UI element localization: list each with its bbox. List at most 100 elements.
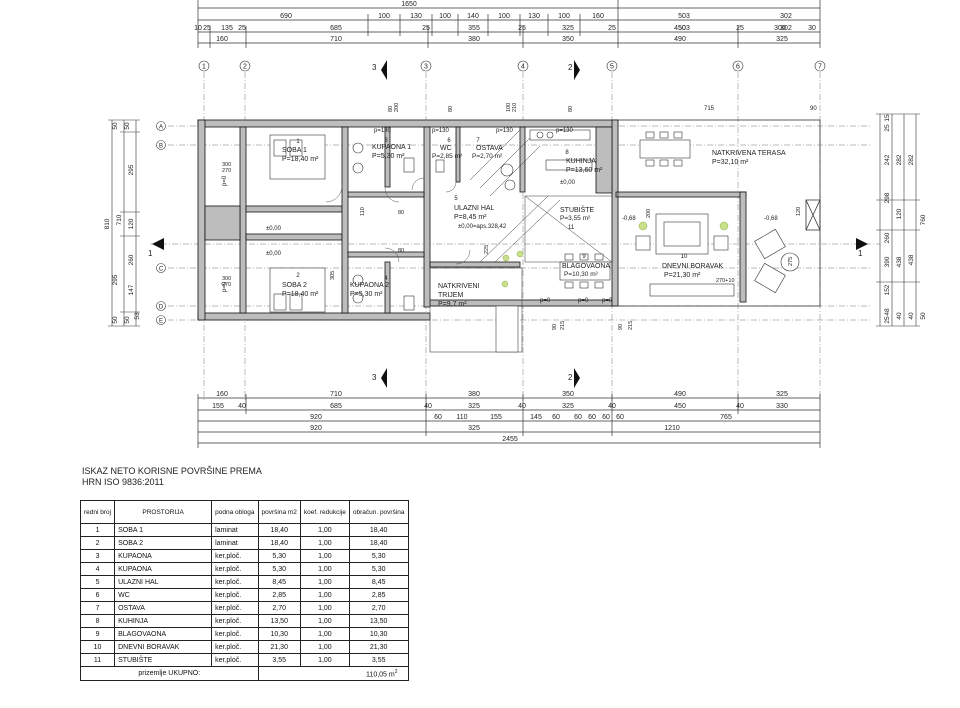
svg-text:P=5,30 m²: P=5,30 m² bbox=[350, 291, 383, 298]
svg-text:215: 215 bbox=[560, 321, 566, 330]
cell-calc: 5,30 bbox=[348, 549, 409, 563]
cell-coef: 1,00 bbox=[299, 549, 350, 563]
svg-text:325: 325 bbox=[468, 425, 480, 432]
svg-text:60: 60 bbox=[574, 414, 582, 421]
svg-text:80: 80 bbox=[568, 106, 574, 112]
cell-floor: ker.ploč. bbox=[211, 614, 259, 628]
total-unit: m bbox=[388, 671, 395, 679]
cell-area: 10,30 bbox=[257, 627, 301, 641]
axis-E: E bbox=[159, 319, 163, 325]
section-mark-1-left bbox=[152, 238, 164, 250]
cell-area: 18,40 bbox=[257, 536, 301, 550]
svg-text:P=21,30 m²: P=21,30 m² bbox=[664, 272, 701, 279]
terrace-chair-2 bbox=[754, 262, 786, 294]
svg-text:P=18,40 m²: P=18,40 m² bbox=[282, 291, 319, 298]
svg-text:40: 40 bbox=[518, 403, 526, 410]
cell-area: 2,70 bbox=[257, 601, 301, 615]
svg-text:60: 60 bbox=[588, 414, 596, 421]
svg-text:100: 100 bbox=[558, 13, 570, 20]
cell-floor: ker.ploč. bbox=[211, 627, 259, 641]
svg-text:438: 438 bbox=[908, 254, 915, 265]
svg-text:7: 7 bbox=[476, 138, 480, 144]
cell-no: 3 bbox=[79, 549, 116, 563]
room-ulazni-hal: ULAZNI HAL bbox=[454, 205, 495, 212]
svg-text:325: 325 bbox=[776, 391, 788, 398]
svg-text:25: 25 bbox=[608, 25, 616, 32]
svg-text:p=130: p=130 bbox=[432, 128, 450, 134]
svg-text:390: 390 bbox=[884, 256, 891, 267]
cell-area: 5,30 bbox=[257, 562, 301, 576]
cell-room: SOBA 1 bbox=[114, 523, 213, 537]
terrace-label: NATKRIVENA TERASA bbox=[712, 150, 786, 157]
svg-text:9: 9 bbox=[582, 254, 586, 260]
svg-text:P=2,70 m²: P=2,70 m² bbox=[472, 153, 503, 160]
svg-text:160: 160 bbox=[592, 13, 604, 20]
section-mark-2-top bbox=[574, 60, 580, 80]
basin-2 bbox=[352, 274, 364, 286]
cell-calc: 5,30 bbox=[348, 562, 409, 576]
cell-floor: laminat bbox=[211, 536, 259, 550]
axis-D: D bbox=[159, 305, 164, 311]
cell-coef: 1,00 bbox=[299, 640, 350, 654]
svg-text:295: 295 bbox=[128, 164, 135, 175]
svg-text:90: 90 bbox=[810, 106, 817, 112]
svg-text:60: 60 bbox=[552, 414, 560, 421]
svg-text:330: 330 bbox=[776, 403, 788, 410]
room-kupaona-1: KUPAONA 1 bbox=[372, 144, 411, 151]
cell-calc: 13,50 bbox=[348, 614, 409, 628]
total-label: prizemlje UKUPNO: bbox=[80, 666, 259, 681]
floor-plan-drawing: 1650 503 302 690 100 130 100 140 100 130… bbox=[104, 0, 927, 448]
svg-text:48: 48 bbox=[884, 308, 891, 316]
cell-coef: 1,00 bbox=[299, 588, 350, 602]
axis-3: 3 bbox=[424, 64, 428, 71]
tv-unit bbox=[649, 283, 735, 297]
dim-bottom-total: 2455 bbox=[502, 436, 518, 443]
cell-no: 1 bbox=[79, 523, 116, 537]
svg-text:3: 3 bbox=[372, 63, 377, 72]
cell-area: 3,55 bbox=[257, 653, 301, 667]
svg-text:810: 810 bbox=[104, 218, 111, 229]
cell-room: KUPAONA bbox=[114, 549, 213, 563]
svg-text:120: 120 bbox=[896, 208, 903, 219]
svg-text:8: 8 bbox=[565, 150, 569, 156]
cell-coef: 1,00 bbox=[299, 601, 350, 615]
cell-no: 10 bbox=[79, 640, 116, 654]
svg-text:P=10,30 m²: P=10,30 m² bbox=[564, 271, 599, 278]
svg-text:450: 450 bbox=[674, 25, 686, 32]
svg-text:25: 25 bbox=[884, 124, 891, 132]
svg-text:325: 325 bbox=[468, 403, 480, 410]
svg-text:145: 145 bbox=[530, 414, 542, 421]
svg-text:40: 40 bbox=[608, 403, 616, 410]
col-floor: podna obloga bbox=[211, 500, 259, 524]
svg-text:60: 60 bbox=[616, 414, 624, 421]
cell-coef: 1,00 bbox=[299, 653, 350, 667]
svg-text:25: 25 bbox=[203, 25, 211, 32]
cell-room: STUBIŠTE bbox=[114, 653, 213, 667]
svg-text:100: 100 bbox=[439, 13, 451, 20]
svg-text:90: 90 bbox=[552, 324, 558, 330]
cell-calc: 3,55 bbox=[348, 653, 409, 667]
door-dimensions: 300 270 300 270 80 200 80 100 210 80 80 … bbox=[222, 103, 802, 330]
svg-text:325: 325 bbox=[562, 25, 574, 32]
svg-text:200: 200 bbox=[646, 209, 652, 218]
left-dimension-text: 50 50 295 120 810 710 260 295 147 50 50 … bbox=[104, 122, 141, 324]
svg-text:P=32,10 m²: P=32,10 m² bbox=[712, 159, 749, 166]
cell-calc: 2,70 bbox=[348, 601, 409, 615]
room-soba-2: SOBA 2 bbox=[282, 282, 307, 289]
cell-room: DNEVNI BORAVAK bbox=[114, 640, 213, 654]
svg-text:200: 200 bbox=[394, 103, 400, 112]
axis-B: B bbox=[159, 144, 163, 150]
svg-text:4: 4 bbox=[384, 276, 388, 282]
svg-text:438: 438 bbox=[896, 256, 903, 267]
svg-text:p=0: p=0 bbox=[602, 298, 613, 304]
svg-text:25: 25 bbox=[736, 25, 744, 32]
svg-text:90: 90 bbox=[618, 324, 624, 330]
svg-text:P=9,7 m²: P=9,7 m² bbox=[438, 301, 467, 308]
svg-text:130: 130 bbox=[410, 13, 422, 20]
col-coef: koef. redukcije bbox=[299, 500, 350, 524]
svg-text:p=0: p=0 bbox=[578, 298, 589, 304]
cell-floor: ker.ploč. bbox=[211, 640, 259, 654]
porch-label: NATKRIVENI bbox=[438, 283, 480, 290]
